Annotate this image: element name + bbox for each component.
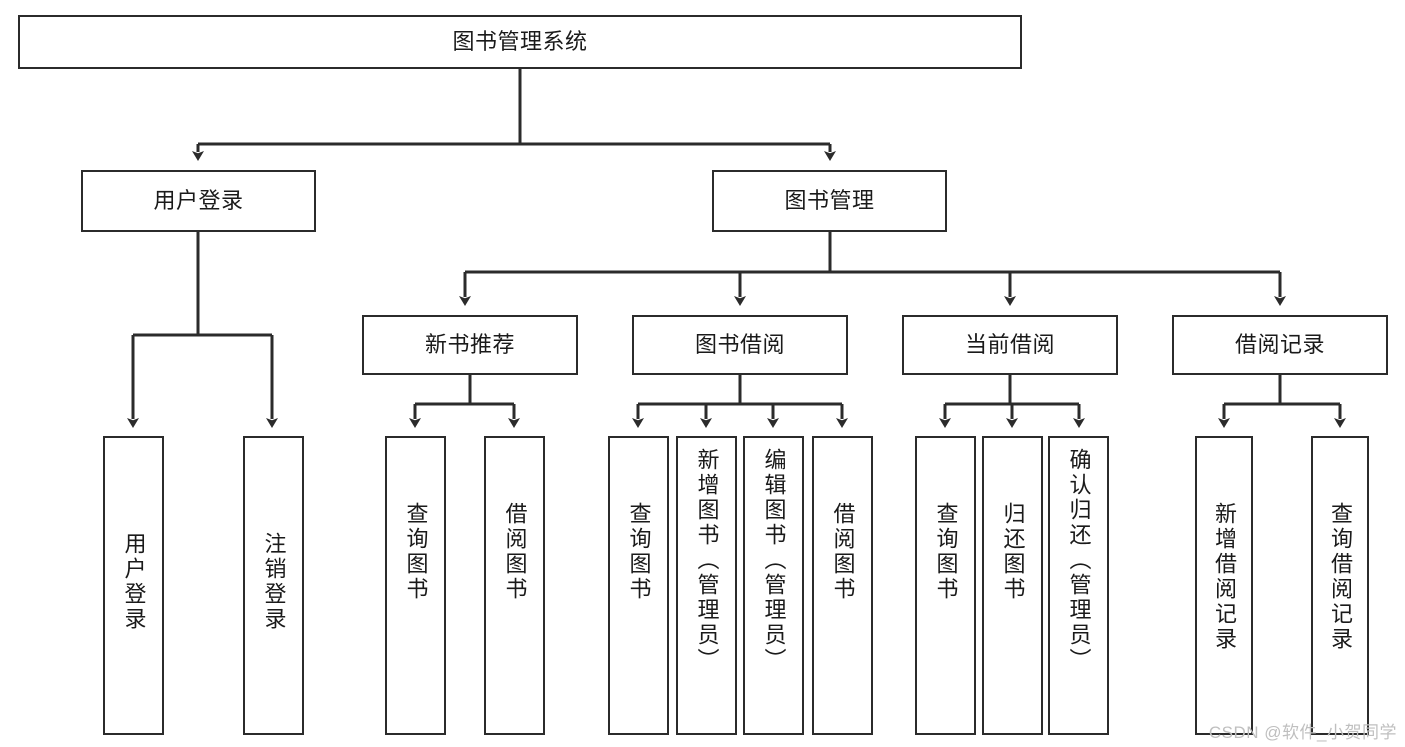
edge-current-borrow-to-leaves: [939, 375, 1085, 428]
leaf-logout[interactable]: 注销登录: [243, 436, 304, 735]
leaf-add-borrow-record[interactable]: 新增借阅记录: [1195, 436, 1253, 735]
leaf-confirm-return-admin-label: 确认归还（管理员）: [1066, 448, 1092, 673]
leaf-confirm-return-admin[interactable]: 确认归还（管理员）: [1048, 436, 1109, 735]
node-borrow-record[interactable]: 借阅记录: [1172, 315, 1388, 375]
leaf-add-borrow-record-label: 新增借阅记录: [1211, 502, 1237, 652]
leaf-borrow-book-recommend-label: 借阅图书: [502, 502, 528, 602]
leaf-query-book-recommend[interactable]: 查询图书: [385, 436, 446, 735]
leaf-return-book-label: 归还图书: [1000, 502, 1026, 602]
edge-new-book-to-leaves: [409, 375, 520, 428]
node-user-login[interactable]: 用户登录: [81, 170, 316, 232]
leaf-query-book-current[interactable]: 查询图书: [915, 436, 976, 735]
node-borrow-record-label: 借阅记录: [1234, 332, 1325, 358]
edge-root-to-level1: [192, 68, 836, 161]
leaf-query-book-borrow[interactable]: 查询图书: [608, 436, 669, 735]
leaf-edit-book-admin[interactable]: 编辑图书（管理员）: [743, 436, 804, 735]
leaf-edit-book-admin-label: 编辑图书（管理员）: [761, 448, 787, 673]
leaf-add-book-admin-label: 新增图书（管理员）: [694, 448, 720, 673]
leaf-query-borrow-record-label: 查询借阅记录: [1327, 502, 1353, 652]
node-current-borrow[interactable]: 当前借阅: [902, 315, 1118, 375]
node-book-manage-label: 图书管理: [784, 188, 875, 214]
node-book-manage[interactable]: 图书管理: [712, 170, 947, 232]
leaf-query-book-recommend-label: 查询图书: [403, 502, 429, 602]
node-book-borrow[interactable]: 图书借阅: [632, 315, 848, 375]
leaf-return-book[interactable]: 归还图书: [982, 436, 1043, 735]
leaf-borrow-book[interactable]: 借阅图书: [812, 436, 873, 735]
leaf-borrow-book-label: 借阅图书: [830, 502, 856, 602]
leaf-user-login-label: 用户登录: [121, 532, 147, 632]
leaf-query-book-current-label: 查询图书: [933, 502, 959, 602]
edge-user-login-to-leaves: [127, 232, 278, 428]
leaf-query-borrow-record[interactable]: 查询借阅记录: [1311, 436, 1369, 735]
node-new-book-recommend[interactable]: 新书推荐: [362, 315, 578, 375]
node-new-book-recommend-label: 新书推荐: [424, 332, 515, 358]
leaf-logout-label: 注销登录: [261, 532, 287, 632]
node-root[interactable]: 图书管理系统: [18, 15, 1022, 69]
leaf-user-login[interactable]: 用户登录: [103, 436, 164, 735]
edge-book-borrow-to-leaves: [632, 375, 848, 428]
edge-borrow-record-to-leaves: [1218, 375, 1346, 428]
leaf-add-book-admin[interactable]: 新增图书（管理员）: [676, 436, 737, 735]
node-current-borrow-label: 当前借阅: [964, 332, 1055, 358]
node-book-borrow-label: 图书借阅: [694, 332, 785, 358]
edge-book-manage-to-level2: [459, 232, 1286, 306]
leaf-query-book-borrow-label: 查询图书: [626, 502, 652, 602]
node-user-login-label: 用户登录: [153, 188, 244, 214]
leaf-borrow-book-recommend[interactable]: 借阅图书: [484, 436, 545, 735]
node-root-label: 图书管理系统: [452, 29, 588, 55]
